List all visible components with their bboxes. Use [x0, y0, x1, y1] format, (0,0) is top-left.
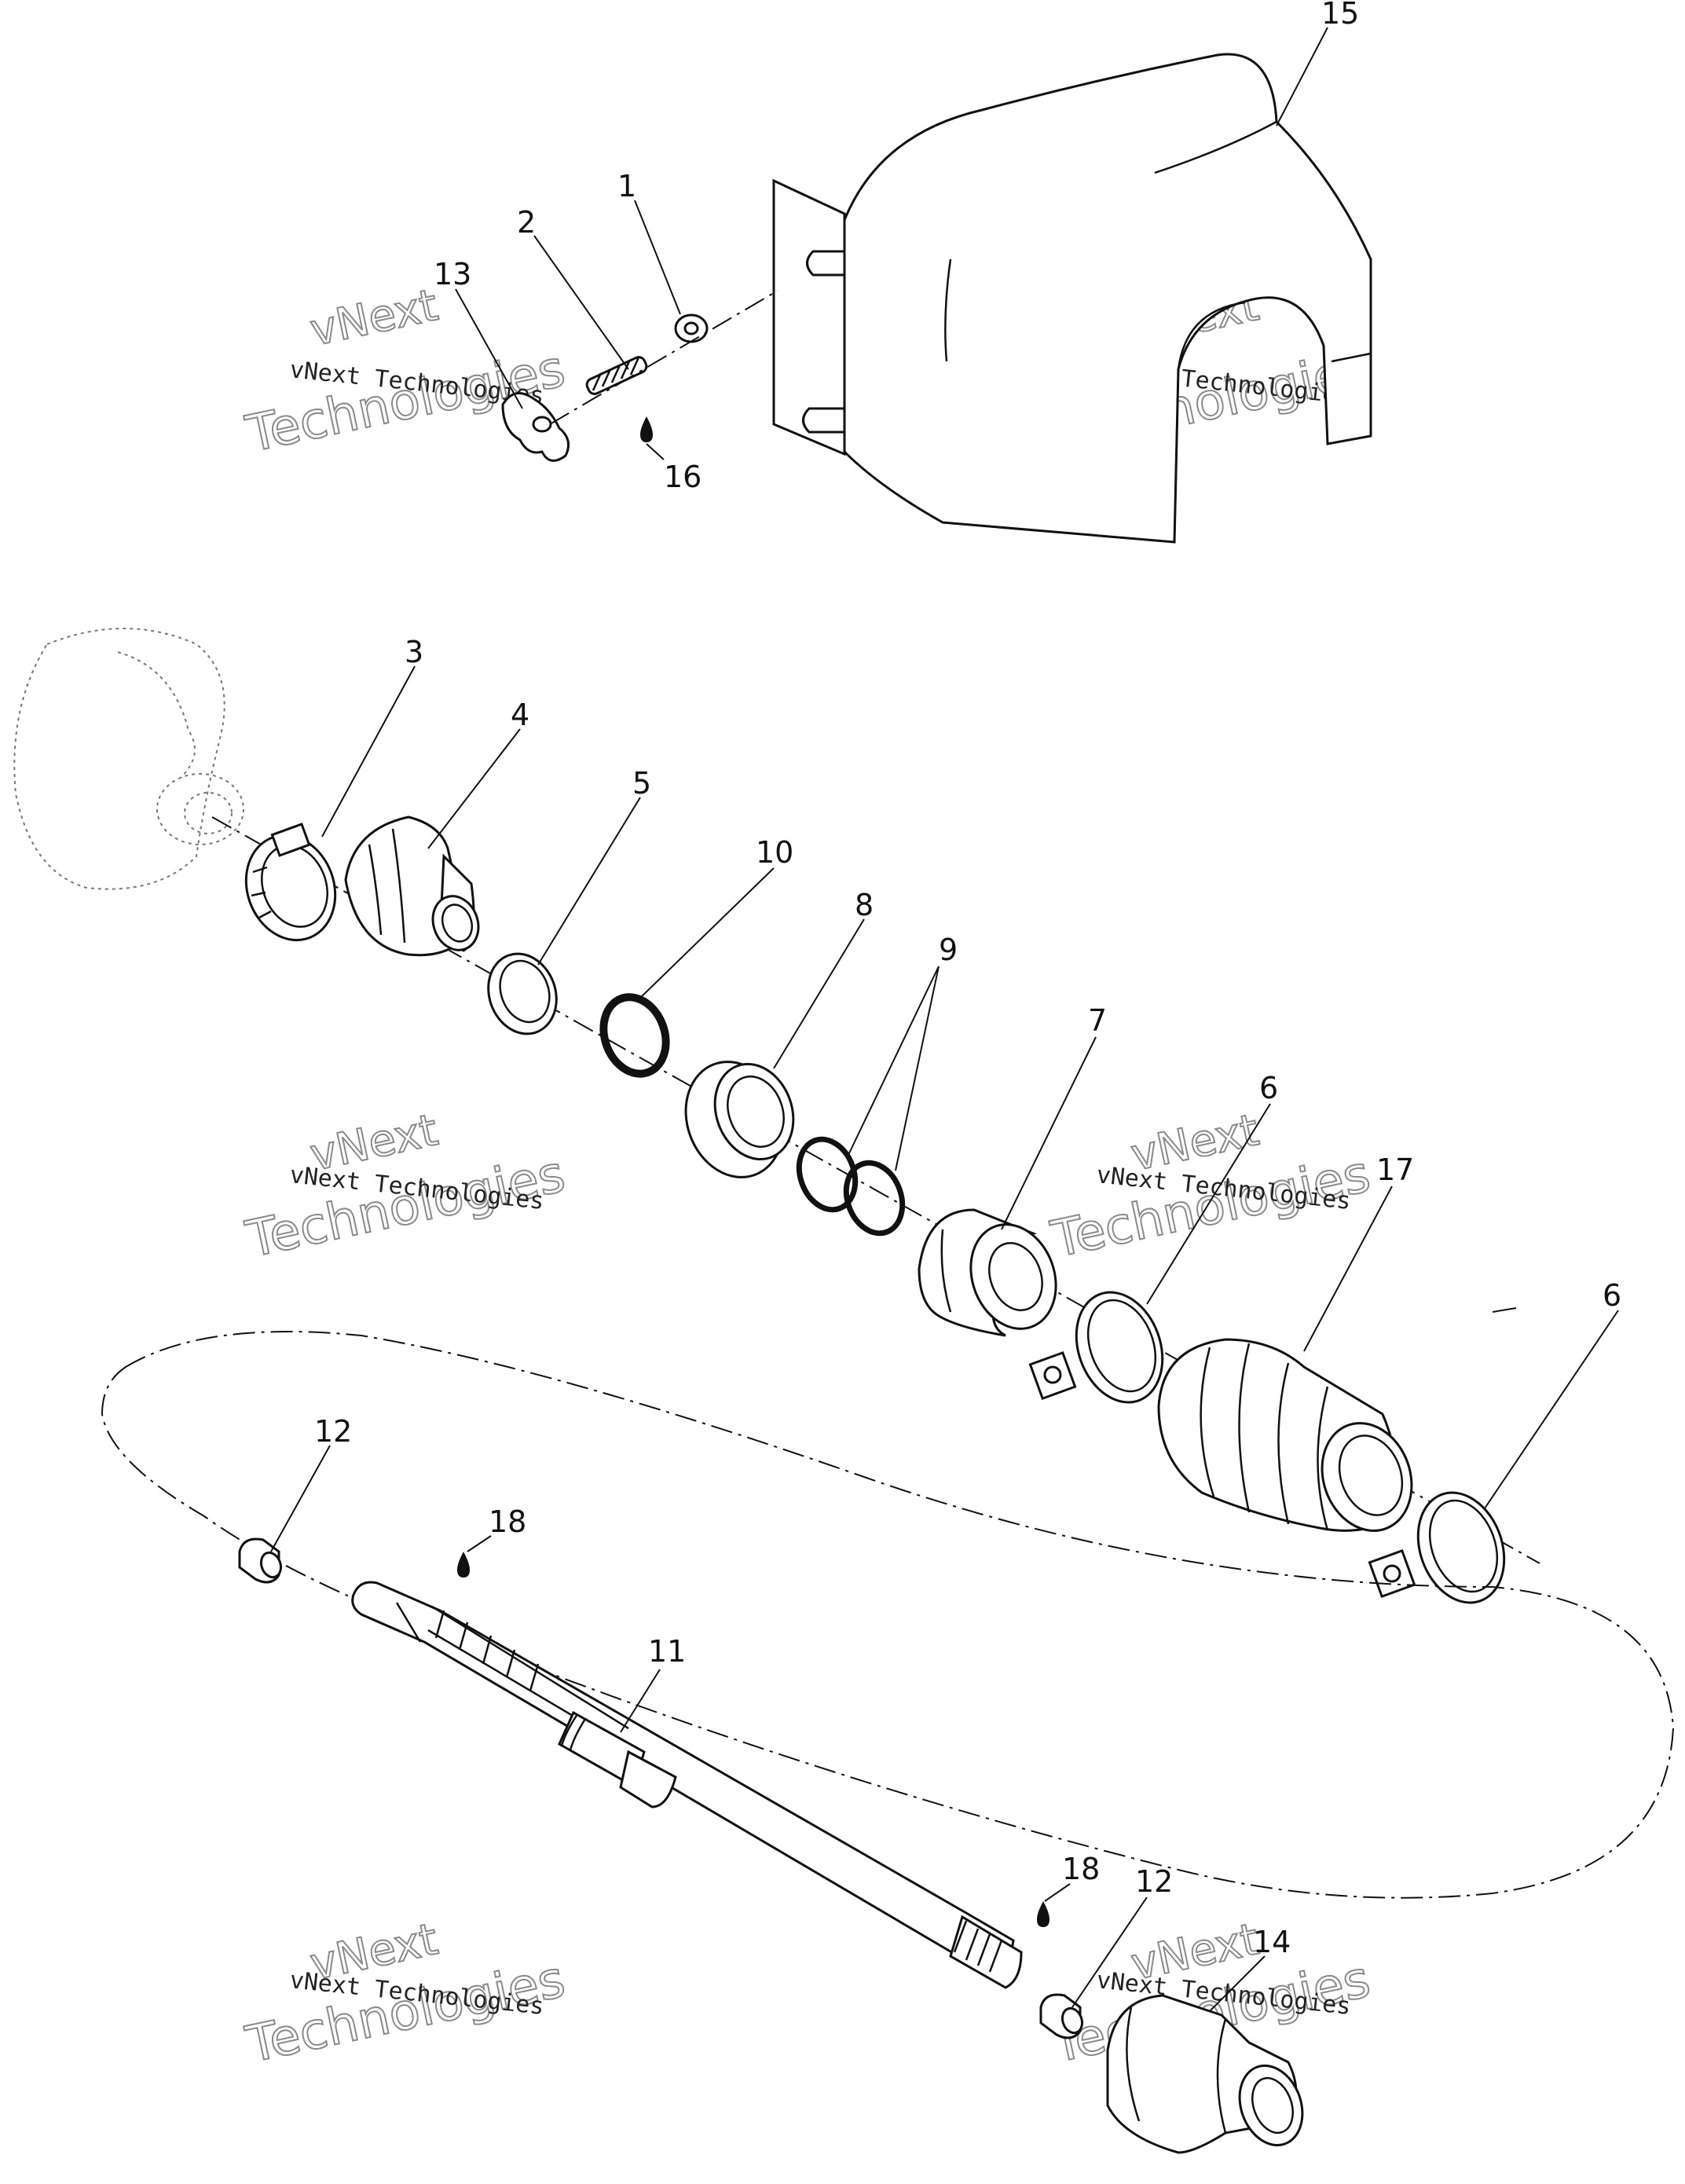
part-9-o-rings	[796, 1136, 906, 1237]
callout-18-lower: 18	[1062, 1852, 1100, 1886]
callout-18-upper: 18	[489, 1504, 526, 1539]
housing-phantom-outline	[13, 628, 244, 890]
part-12-nut-lower	[1039, 1993, 1084, 2039]
callout-8: 8	[855, 888, 874, 922]
svg-text:vNext: vNext	[306, 280, 442, 357]
part-14-coupler	[1106, 1994, 1304, 2154]
part-6-hose-clamp-lower	[1368, 1491, 1506, 1604]
part-15-guard-cover	[772, 53, 1372, 544]
callout-15: 15	[1321, 0, 1359, 31]
top-assembly-axis	[549, 290, 778, 425]
watermark-middle-left: vNext Technologies vNext Technologies	[240, 1104, 571, 1270]
callout-4: 4	[511, 698, 529, 732]
callout-16: 16	[664, 460, 701, 494]
callout-6-lower: 6	[1603, 1278, 1621, 1313]
part-12-nut-upper	[238, 1537, 283, 1584]
callout-11: 11	[648, 1634, 686, 1669]
callout-10: 10	[756, 835, 793, 870]
part-3-clamp	[244, 823, 337, 942]
callout-17: 17	[1376, 1152, 1414, 1187]
part-7-bearing	[918, 1208, 1057, 1337]
part-10-o-ring	[599, 993, 670, 1078]
part-17-bellows-boot	[1157, 1338, 1413, 1532]
part-4-boot	[344, 815, 480, 957]
part-2-stud	[585, 356, 648, 395]
watermark-bottom-left: vNext Technologies vNext Technologies	[240, 1913, 571, 2076]
callout-7: 7	[1088, 1003, 1107, 1038]
callout-2: 2	[517, 205, 536, 240]
part-13-wing-nut	[501, 392, 570, 462]
callout-3: 3	[405, 635, 423, 669]
callout-1: 1	[617, 169, 636, 203]
middle-assembly-axis	[211, 816, 1540, 1564]
kit-boundary-outline	[101, 1331, 1675, 1899]
leader-lines	[270, 27, 1619, 2012]
watermark-middle-right: vNext Technologies vNext Technologies	[1046, 1104, 1376, 1270]
part-1-washer	[674, 313, 709, 343]
callout-13: 13	[434, 257, 471, 291]
callout-6-upper: 6	[1259, 1071, 1278, 1105]
callout-9: 9	[939, 933, 958, 967]
part-11-drive-shaft	[351, 1581, 1023, 1989]
callout-5: 5	[632, 766, 651, 801]
callout-12-lower: 12	[1135, 1864, 1173, 1899]
part-5-ring-clamp	[487, 952, 558, 1035]
callout-12-upper: 12	[314, 1414, 352, 1449]
oil-drop-icon	[640, 416, 653, 442]
oil-drop-icon	[1037, 1901, 1049, 1927]
part-8-seal-flange	[684, 1061, 795, 1178]
callout-14: 14	[1253, 1925, 1291, 1959]
oil-drop-icon	[457, 1552, 470, 1578]
part-6-hose-clamp-upper	[1028, 1291, 1164, 1404]
